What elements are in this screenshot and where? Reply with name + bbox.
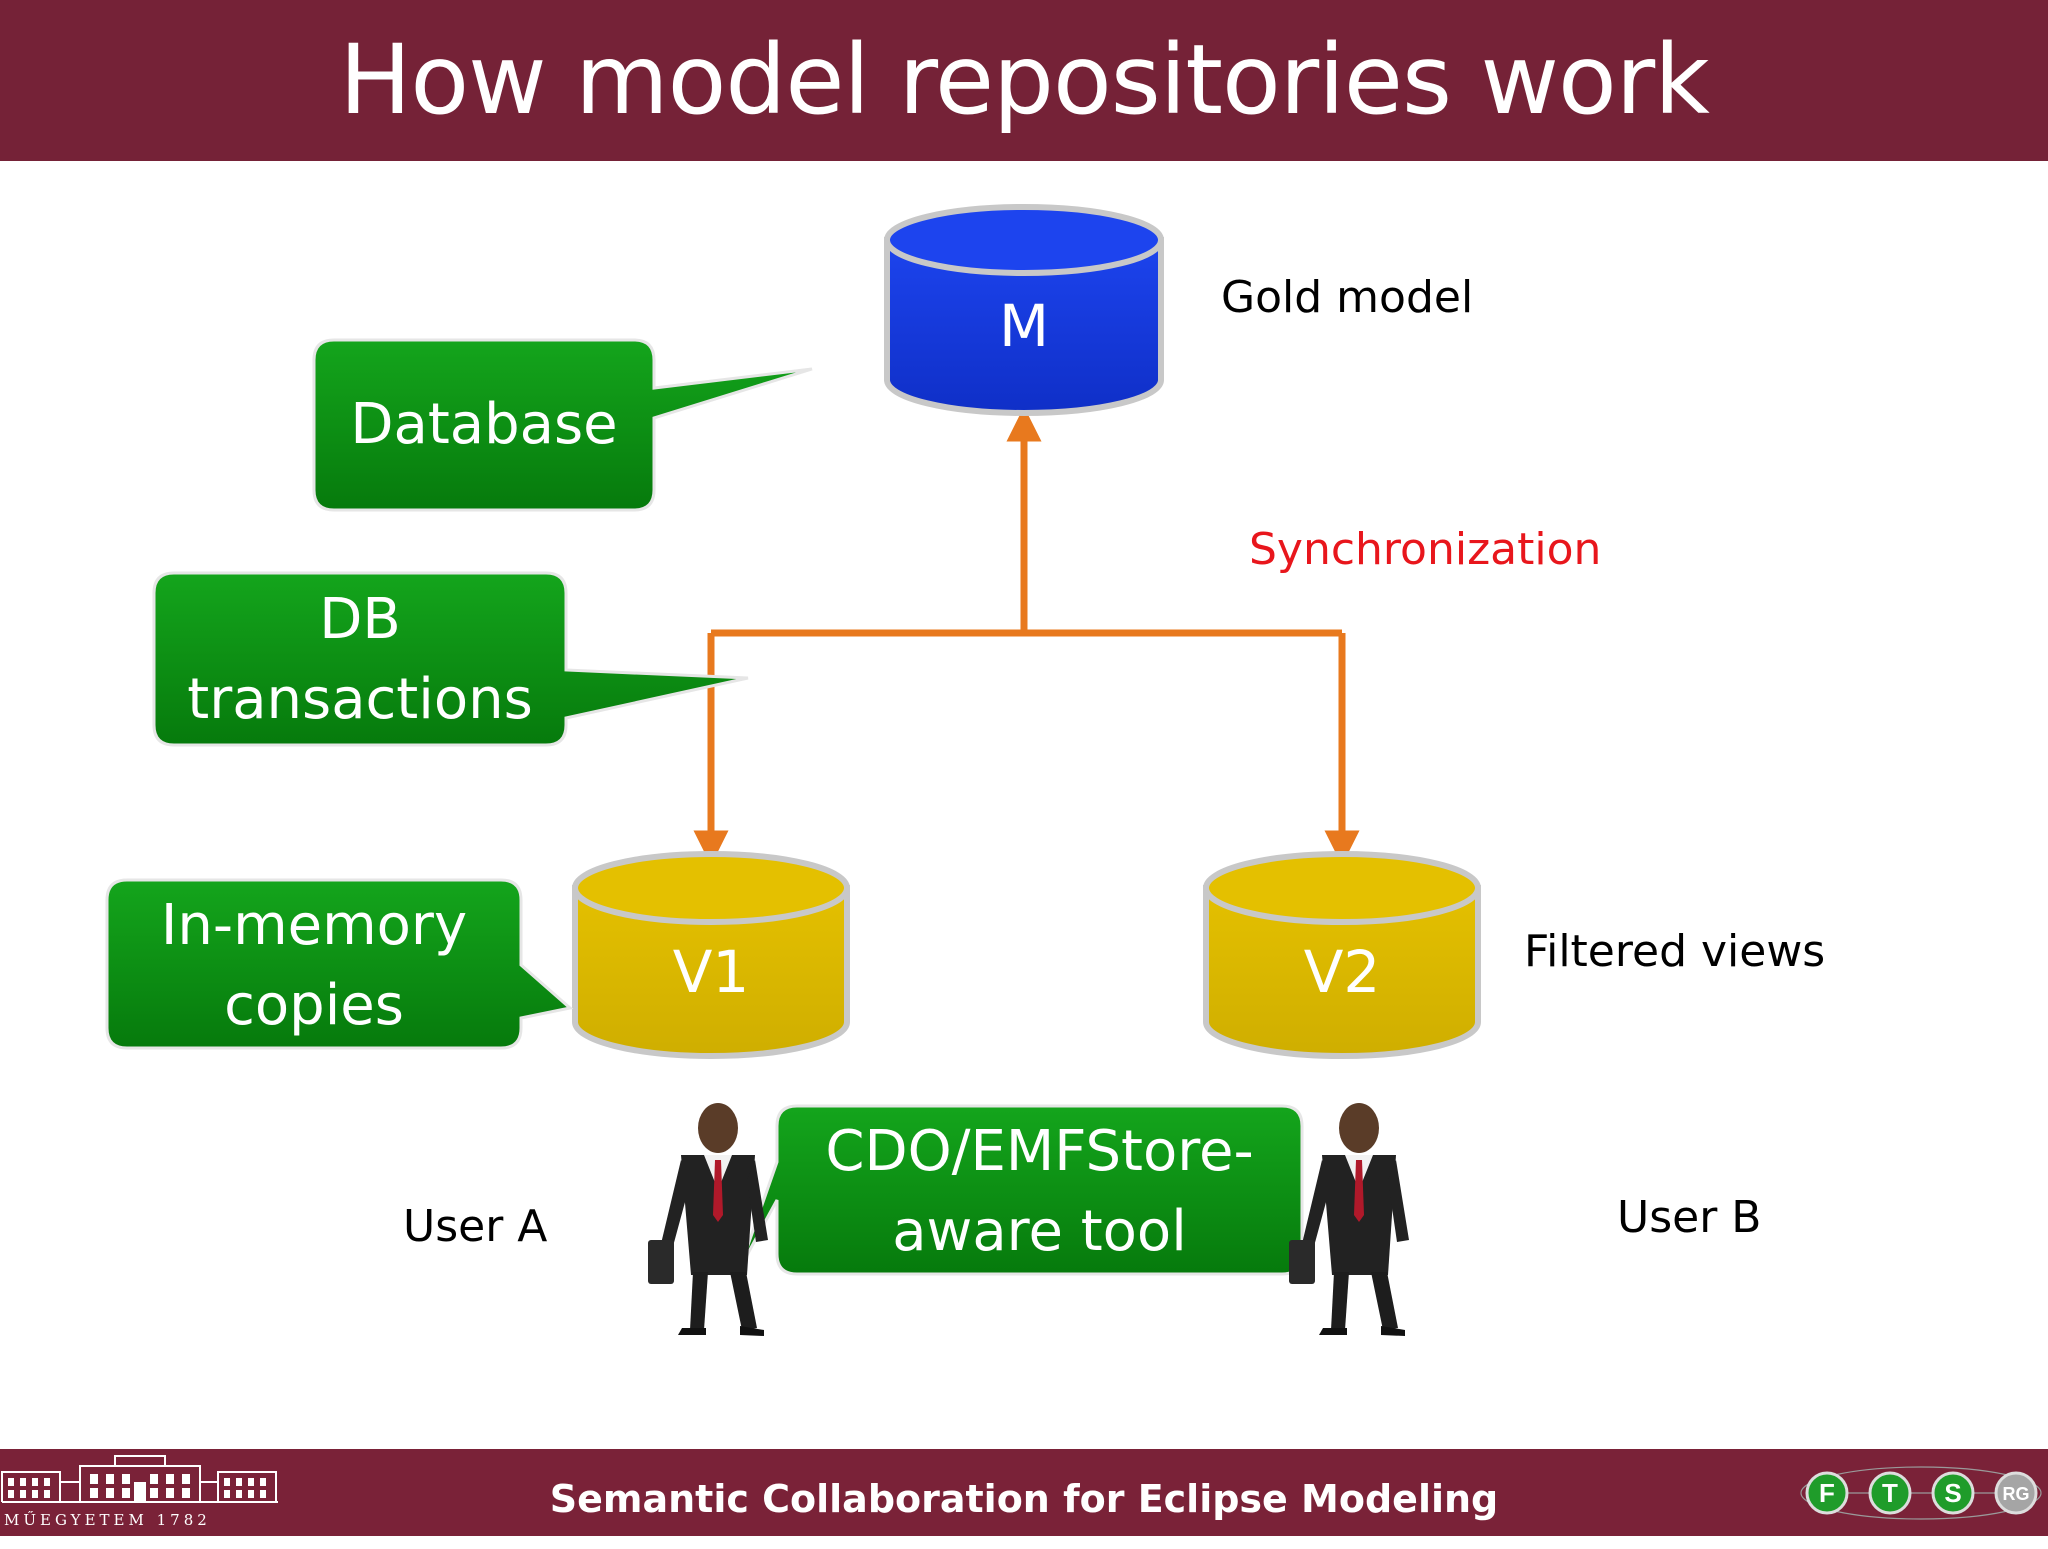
- footer-title: Semantic Collaboration for Eclipse Model…: [549, 1477, 1499, 1521]
- university-building-logo: [1, 1455, 278, 1503]
- callout-db-transactions-line2: transactions: [187, 667, 533, 732]
- callout-tool-line1: CDO/EMFStore-: [825, 1119, 1254, 1184]
- user-b-label: User B: [1617, 1192, 1762, 1243]
- callout-db-transactions-line1: DB: [319, 587, 401, 652]
- sync-arrows: [693, 406, 1360, 866]
- gold-model-label: Gold model: [1221, 272, 1474, 323]
- slide-title: How model repositories work: [339, 24, 1710, 136]
- group-logo-letter-f: F: [1819, 1478, 1835, 1508]
- callout-database-text: Database: [350, 392, 618, 457]
- callout-database: [312, 338, 813, 512]
- callout-tool-line2: aware tool: [892, 1199, 1187, 1264]
- research-group-logo: F T S RG: [1800, 1466, 2042, 1520]
- v1-db-label: V1: [672, 938, 750, 1006]
- group-logo-circles: [1805, 1471, 2038, 1515]
- user-a-label: User A: [403, 1201, 548, 1252]
- callout-in-memory-copies: [105, 878, 574, 1050]
- callout-in-memory-line1: In-memory: [160, 893, 468, 958]
- group-logo-letter-rg: RG: [2003, 1484, 2030, 1504]
- footer-bar: [0, 1449, 2048, 1536]
- group-logo-letter-t: T: [1882, 1478, 1898, 1508]
- group-logo-letter-s: S: [1944, 1478, 1961, 1508]
- filtered-views-label: Filtered views: [1524, 926, 1826, 977]
- gold-db-label: M: [998, 292, 1050, 360]
- title-bar: [0, 0, 2048, 161]
- callout-in-memory-line2: copies: [224, 973, 404, 1038]
- view-v1-database: [572, 851, 850, 1059]
- callout-aware-tool: [738, 1104, 1304, 1276]
- gold-model-database: [884, 204, 1164, 416]
- user-b-figure: [1289, 1103, 1409, 1336]
- view-v2-database: [1203, 851, 1481, 1059]
- v2-db-label: V2: [1303, 938, 1381, 1006]
- synchronization-label: Synchronization: [1249, 524, 1602, 575]
- user-a-figure: [648, 1103, 768, 1336]
- university-logo-text: MŰEGYETEM 1782: [4, 1511, 211, 1529]
- callout-db-transactions: [152, 571, 749, 747]
